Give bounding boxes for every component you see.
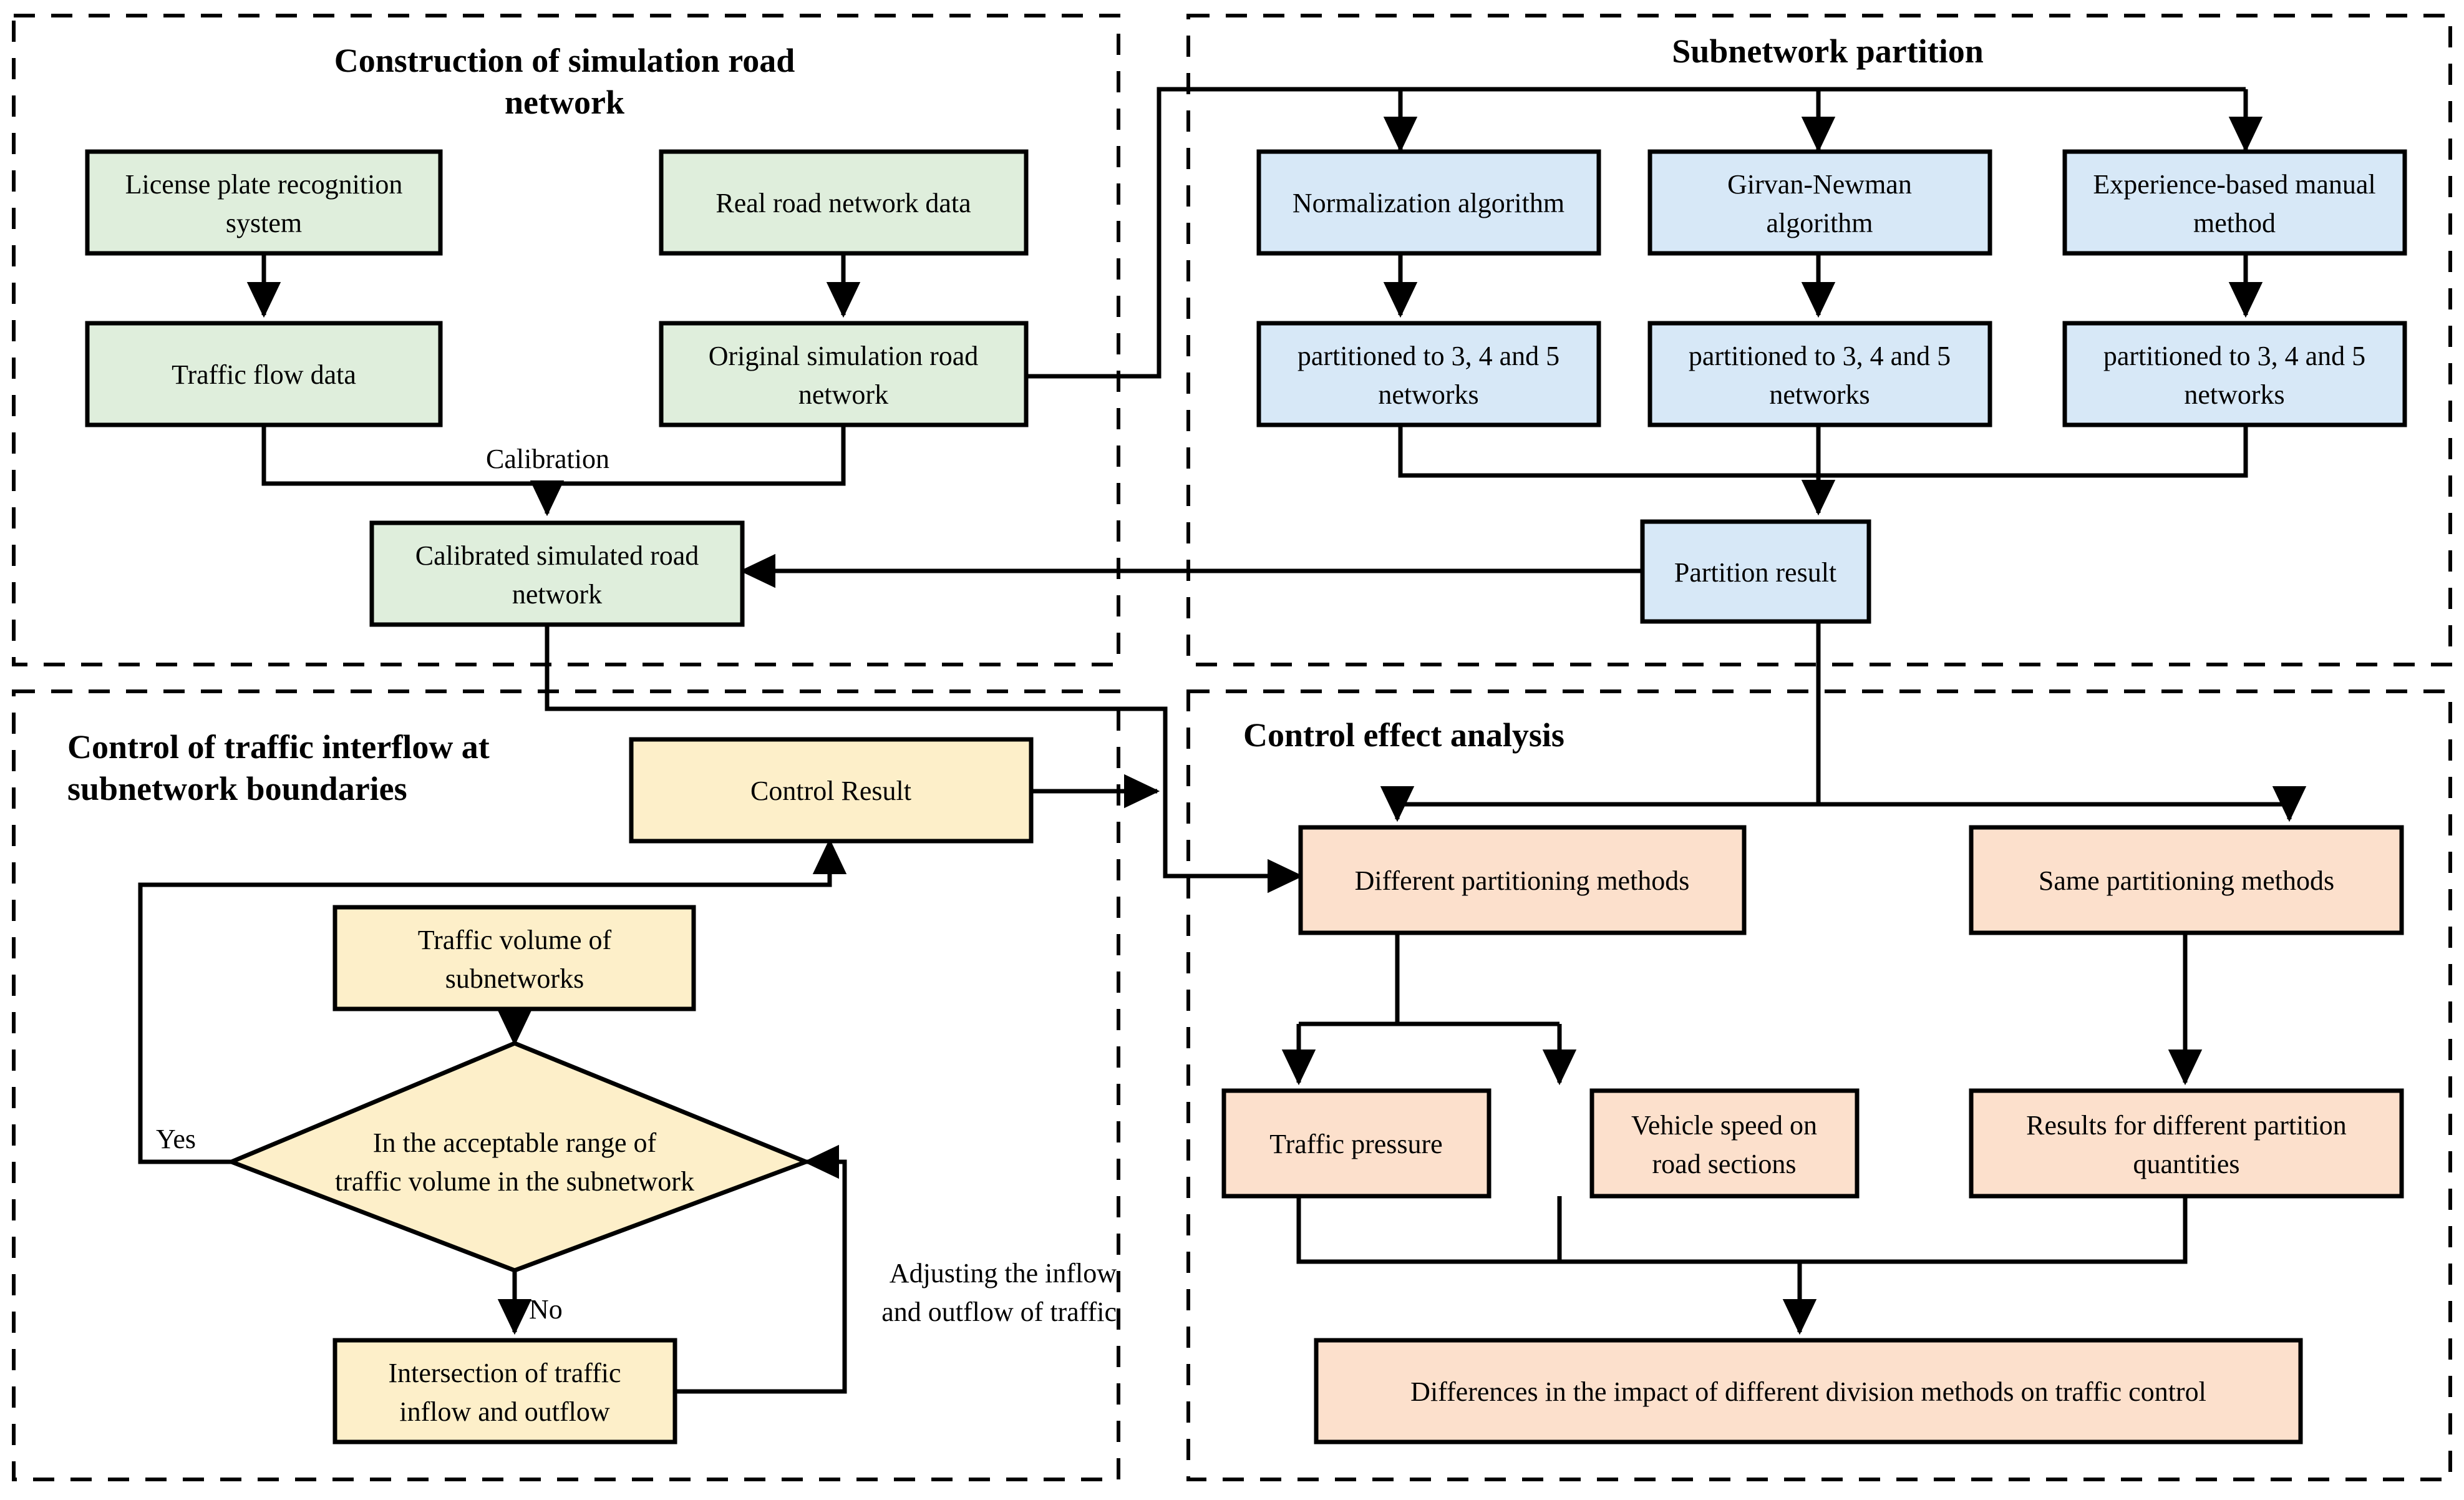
node-label-license-plate-line1: License plate recognition xyxy=(125,169,403,200)
node-label-normalization: Normalization algorithm xyxy=(1293,188,1564,218)
node-girvan-newman-algorithm[interactable] xyxy=(1647,149,1992,256)
node-label-decision-line2: traffic volume in the subnetwork xyxy=(335,1166,694,1197)
node-calibrated-sim-road-network[interactable] xyxy=(369,520,745,627)
panel-title-control-interflow-line2: subnetwork boundaries xyxy=(67,770,407,807)
node-decision-acceptable-range[interactable] xyxy=(225,1041,812,1273)
edge-originalsim-to-subnetwork xyxy=(1026,87,2246,379)
node-label-real-road-data: Real road network data xyxy=(715,188,971,218)
node-vehicle-speed-road-sections[interactable] xyxy=(1589,1088,1860,1199)
edge-partc-to-bus xyxy=(1818,425,2248,478)
node-control-result[interactable] xyxy=(629,737,1034,844)
node-traffic-pressure[interactable] xyxy=(1221,1088,1491,1199)
edge-originalsim-to-calibrated xyxy=(547,425,846,486)
node-label-intersection-line1: Intersection of traffic xyxy=(388,1358,621,1388)
node-label-experience-line1: Experience-based manual xyxy=(2093,169,2375,200)
panel-title-control-effect: Control effect analysis xyxy=(1243,716,1564,754)
node-label-decision-line1: In the acceptable range of xyxy=(373,1127,657,1158)
node-label-results-partition-line1: Results for different partition xyxy=(2026,1110,2347,1141)
panel-control-interflow-border xyxy=(12,689,1120,1481)
node-same-partitioning-methods[interactable] xyxy=(1969,825,2404,935)
node-label-partb-line2: networks xyxy=(1769,379,1870,410)
node-label-original-sim-line1: Original simulation road xyxy=(709,341,979,371)
node-label-calibrated-line2: network xyxy=(512,579,602,610)
edge-label-yes: Yes xyxy=(156,1124,196,1154)
panel-title-construction-line2: network xyxy=(505,84,624,121)
edge-parta-to-bus xyxy=(1398,425,1818,478)
edge-label-no: No xyxy=(529,1294,563,1325)
node-label-experience-line2: method xyxy=(2193,208,2276,238)
node-experience-manual-method[interactable] xyxy=(2062,149,2407,256)
node-label-traffic-pressure: Traffic pressure xyxy=(1269,1129,1442,1159)
edge-label-calibration: Calibration xyxy=(486,444,609,474)
panel-control-effect-border xyxy=(1186,689,2452,1481)
node-label-partc-line1: partitioned to 3, 4 and 5 xyxy=(2103,341,2365,371)
edge-label-adjusting-line1: Adjusting the inflow xyxy=(890,1258,1117,1288)
node-traffic-flow-data[interactable] xyxy=(85,321,443,427)
node-label-vehicle-speed-line1: Vehicle speed on xyxy=(1631,1110,1817,1141)
edge-label-adjusting-line2: and outflow of traffic xyxy=(881,1297,1117,1327)
edge-decision-yes-to-controlresult xyxy=(138,838,847,1164)
node-partitioned-girvan[interactable] xyxy=(1647,321,1992,427)
node-label-parta-line1: partitioned to 3, 4 and 5 xyxy=(1297,341,1559,371)
node-label-girvan-line1: Girvan-Newman xyxy=(1727,169,1912,200)
node-partition-result[interactable] xyxy=(1640,519,1871,624)
node-label-same-methods: Same partitioning methods xyxy=(2039,865,2334,896)
node-original-sim-road-network[interactable] xyxy=(659,321,1029,427)
node-label-vehicle-speed-line2: road sections xyxy=(1652,1149,1797,1179)
node-results-partition-quantities[interactable] xyxy=(1969,1088,2404,1199)
node-label-partition-result: Partition result xyxy=(1674,557,1836,588)
node-label-different-methods: Different partitioning methods xyxy=(1355,865,1690,896)
node-label-traffic-flow-data: Traffic flow data xyxy=(172,359,356,390)
panel-construction-border xyxy=(12,14,1120,666)
node-traffic-volume-subnetworks[interactable] xyxy=(332,905,696,1011)
node-real-road-data[interactable] xyxy=(659,149,1029,256)
panel-title-control-interflow-line1: Control of traffic interflow at xyxy=(67,728,490,766)
edge-intersection-to-decision xyxy=(674,1144,847,1394)
node-differences-impact[interactable] xyxy=(1314,1338,2303,1444)
node-license-plate[interactable] xyxy=(85,149,443,256)
node-label-license-plate-line2: system xyxy=(226,208,302,238)
panel-title-construction-line1: Construction of simulation road xyxy=(334,42,795,79)
node-different-partitioning-methods[interactable] xyxy=(1298,825,1747,935)
node-normalization-algorithm[interactable] xyxy=(1256,149,1601,256)
node-partitioned-normalization[interactable] xyxy=(1256,321,1601,427)
node-label-partb-line1: partitioned to 3, 4 and 5 xyxy=(1689,341,1951,371)
node-label-girvan-line2: algorithm xyxy=(1766,208,1873,238)
edge-pressure-to-bus xyxy=(1296,1196,1800,1264)
edge-results-to-bus xyxy=(1800,1196,2188,1264)
node-partitioned-experience[interactable] xyxy=(2062,321,2407,427)
node-label-differences-impact: Differences in the impact of different d… xyxy=(1410,1376,2206,1407)
node-label-intersection-line2: inflow and outflow xyxy=(399,1396,610,1427)
node-label-original-sim-line2: network xyxy=(798,379,888,410)
node-intersection-inflow-outflow[interactable] xyxy=(332,1338,677,1444)
edge-calibrated-down-to-effect xyxy=(545,625,1304,894)
node-label-partc-line2: networks xyxy=(2184,379,2284,410)
panel-subnetwork-border xyxy=(1186,14,2452,666)
node-label-control-result: Control Result xyxy=(750,776,911,806)
node-label-calibrated-line1: Calibrated simulated road xyxy=(415,540,699,571)
node-label-traffic-volume-line1: Traffic volume of xyxy=(418,925,612,955)
edge-trafficflow-to-calibrated xyxy=(261,425,547,486)
node-label-results-partition-line2: quantities xyxy=(2133,1149,2239,1179)
node-label-traffic-volume-line2: subnetworks xyxy=(445,963,584,994)
panel-title-subnetwork: Subnetwork partition xyxy=(1672,32,1984,70)
node-label-parta-line2: networks xyxy=(1378,379,1478,410)
